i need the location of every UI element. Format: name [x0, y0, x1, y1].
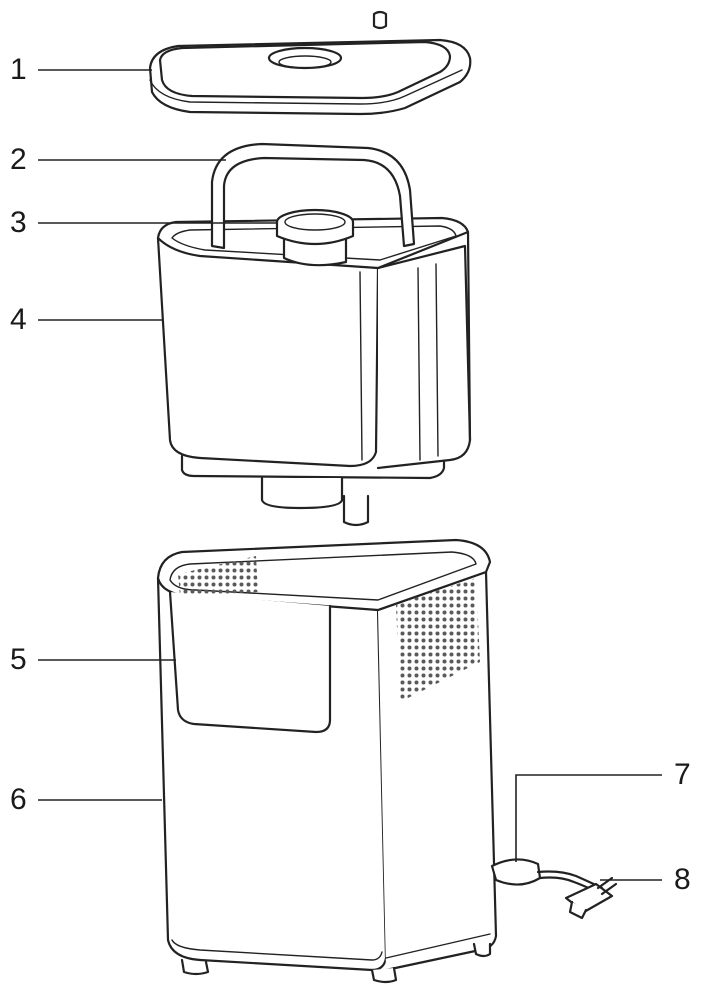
callout-1: 1: [10, 53, 27, 86]
callout-2: 2: [10, 143, 27, 176]
callout-6: 6: [10, 783, 27, 816]
power-cord: [490, 858, 618, 920]
callout-7: 7: [674, 758, 691, 791]
lid: [148, 10, 472, 116]
callout-5: 5: [10, 643, 27, 676]
base-unit: [156, 538, 498, 984]
water-tank: [156, 142, 472, 527]
callout-8: 8: [674, 863, 691, 896]
callout-3: 3: [10, 206, 27, 239]
leader-7: [515, 774, 662, 862]
callout-4: 4: [10, 303, 27, 336]
leader-lines: [38, 69, 662, 881]
